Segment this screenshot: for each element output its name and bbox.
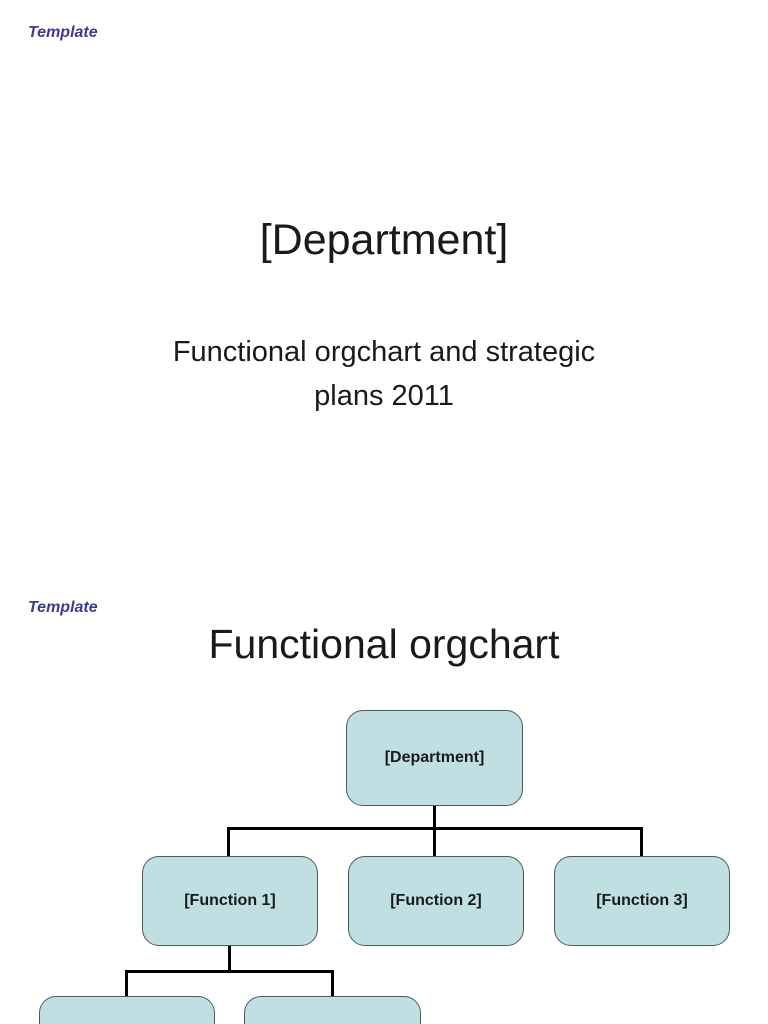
template-label: Template (28, 24, 98, 41)
orgchart-diagram: [Department] [Function 1] [Function 2] [… (0, 575, 768, 1024)
connector-drop-sub2 (331, 970, 334, 997)
connector-drop-function2 (433, 827, 436, 857)
connector-function1-stub (228, 946, 231, 973)
connector-drop-function1 (227, 827, 230, 857)
orgchart-node-function1: [Function 1] (142, 856, 318, 946)
connector-drop-sub1 (125, 970, 128, 997)
orgchart-node-function2: [Function 2] (348, 856, 524, 946)
subtitle: Functional orgchart and strategic plans … (0, 330, 768, 418)
connector-drop-function3 (640, 827, 643, 857)
template-label: Template (28, 599, 98, 616)
orgchart-node-sub1 (39, 996, 215, 1024)
connector-level2-horizontal (125, 970, 334, 973)
orgchart-node-department: [Department] (346, 710, 523, 806)
subtitle-line-2: plans 2011 (314, 380, 454, 412)
orgchart-node-sub2 (244, 996, 421, 1024)
orgchart-node-function3: [Function 3] (554, 856, 730, 946)
connector-root-stub (433, 806, 436, 830)
page-title: [Department] (259, 216, 509, 264)
subtitle-line-1: Functional orgchart and strategic (172, 336, 596, 368)
orgchart-heading: Functional orgchart (208, 621, 560, 667)
slide-orgchart: Template Functional orgchart [Department… (0, 575, 768, 1024)
slide-title: Template [Department] Functional orgchar… (0, 24, 768, 418)
